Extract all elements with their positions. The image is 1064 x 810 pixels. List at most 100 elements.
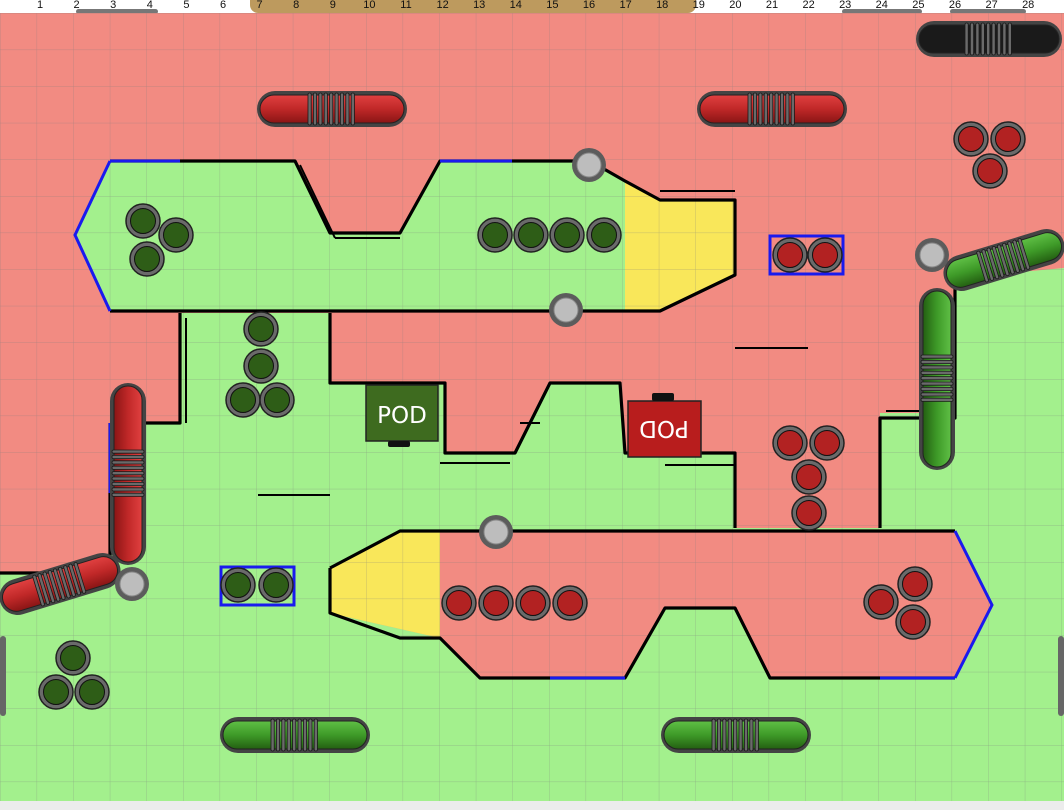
ball-core [977, 158, 1003, 184]
black-roller-icon[interactable] [916, 21, 1062, 57]
wall-shadow-lines [185, 164, 955, 496]
ruler-tab[interactable] [76, 9, 158, 13]
roller-coil [716, 718, 721, 752]
ball-core [264, 387, 290, 413]
red-roller-icon[interactable] [0, 549, 125, 620]
ruler-number: 12 [436, 0, 449, 11]
roller-coil [920, 359, 954, 364]
ruler-number: 26 [948, 0, 962, 11]
roller-coil [281, 718, 286, 752]
ball-core [248, 353, 274, 379]
roller-coil [727, 718, 732, 752]
ball-core [248, 316, 274, 342]
red-roller-icon[interactable] [110, 383, 146, 565]
roller-coil [68, 563, 81, 596]
bumper-core [919, 242, 945, 268]
ball-core [777, 242, 803, 268]
roller-coil [297, 718, 302, 752]
red-roller-icon[interactable] [697, 91, 847, 127]
ruler-number: 7 [256, 0, 263, 11]
grid-overlay [0, 13, 1064, 801]
ball-core [163, 222, 189, 248]
roller-coil [111, 460, 145, 465]
roller-coil [743, 718, 748, 752]
ruler-number: 10 [363, 0, 376, 11]
ruler-number: 21 [765, 0, 779, 11]
roller-coil [47, 570, 61, 602]
ruler-number: 14 [509, 0, 522, 11]
roller-coil [975, 22, 980, 56]
ball-core [130, 208, 156, 234]
roller-coil [920, 392, 954, 397]
roller-coil [318, 92, 323, 126]
roller-coil [758, 92, 763, 126]
roller-coil [920, 381, 954, 386]
right-edge-handle[interactable] [1058, 636, 1064, 716]
roller-coil [42, 571, 56, 604]
ball-core [796, 464, 822, 490]
roller-coil [1002, 22, 1007, 56]
ruler-tab[interactable] [950, 9, 1026, 13]
roller-coil [1002, 242, 1015, 275]
green-roller-icon[interactable] [220, 717, 370, 753]
roller-coil [980, 22, 985, 56]
roller-coil [307, 92, 312, 126]
roller-coil [302, 718, 307, 752]
ruler-tab[interactable] [842, 9, 922, 13]
ruler-number: 4 [146, 0, 153, 11]
ball-core [230, 387, 256, 413]
roller-coil [986, 247, 1000, 280]
bumper-core [483, 519, 509, 545]
roller-coil [58, 566, 71, 599]
ruler-number: 6 [219, 0, 227, 11]
pod-green[interactable]: POD [365, 384, 439, 447]
roller-coil [37, 573, 50, 605]
ball-core [995, 126, 1021, 152]
roller-coil [111, 471, 145, 476]
roller-coil [920, 354, 954, 359]
roller-coil [1007, 22, 1012, 56]
roller-coil [996, 22, 1001, 56]
roller-coil [769, 92, 774, 126]
ruler-number: 8 [293, 0, 300, 11]
left-edge-handle[interactable] [0, 636, 6, 716]
roller-coil [754, 718, 759, 752]
ball-core [79, 679, 105, 705]
roller-coil [991, 246, 1005, 278]
red-roller-icon[interactable] [257, 91, 407, 127]
ball-core [225, 572, 251, 598]
ball-core [518, 222, 544, 248]
ball-core [60, 645, 86, 671]
ball-core [814, 430, 840, 456]
bumper-core [576, 152, 602, 178]
ball-core [263, 572, 289, 598]
roller-coil [763, 92, 768, 126]
green-roller-icon[interactable] [939, 225, 1064, 296]
ruler-number: 5 [183, 0, 190, 11]
ruler-number: 25 [912, 0, 925, 11]
ruler-number: 16 [582, 0, 596, 11]
roller-coil [111, 492, 145, 497]
roller-coil [111, 487, 145, 492]
green-roller-icon[interactable] [919, 288, 955, 470]
roller-coil [111, 476, 145, 481]
ruler-number: 2 [73, 0, 80, 11]
ball-core [43, 679, 69, 705]
roller-coil [920, 397, 954, 402]
roller-coil [111, 454, 145, 459]
ball-core [446, 590, 472, 616]
roller-coil [964, 22, 969, 56]
green-roller-icon[interactable] [661, 717, 811, 753]
roller-coil [785, 92, 790, 126]
ruler-number: 13 [473, 0, 486, 11]
roller-coil [986, 22, 991, 56]
roller-coil [969, 22, 974, 56]
game-field[interactable]: POD POD [0, 13, 1064, 801]
roller-coil [323, 92, 328, 126]
blue-box [768, 234, 845, 276]
pod-red[interactable]: POD [627, 393, 702, 458]
roller-coil [63, 565, 76, 597]
roller-coil [111, 481, 145, 486]
pod-label: POD [639, 415, 689, 441]
ruler-number: 1 [36, 0, 44, 11]
